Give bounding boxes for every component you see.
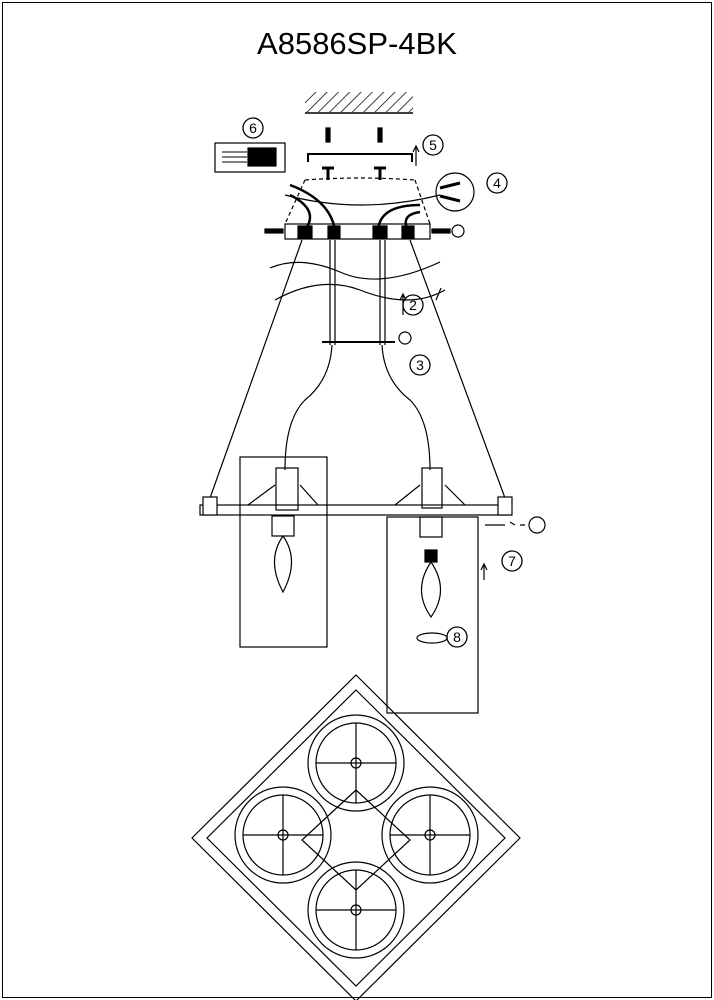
mounting-bracket [307, 153, 413, 162]
step-2-label: 2 [409, 297, 417, 313]
wire-connector-detail [435, 172, 475, 212]
terminal-block [214, 142, 286, 173]
step-6-label: 6 [249, 120, 257, 136]
ceiling-screws [322, 127, 386, 180]
top-view [191, 674, 521, 1000]
step-7-label: 7 [508, 553, 516, 569]
step-5-label: 5 [429, 137, 437, 153]
step-8-label: 8 [453, 629, 461, 645]
canopy [284, 177, 431, 225]
step-4-label: 4 [493, 175, 501, 191]
ceiling-hatch [305, 92, 413, 112]
glass-shade-left [239, 456, 328, 648]
bulb-left [273, 534, 293, 594]
suspension-bar [199, 504, 511, 516]
ceiling-cutaway [269, 261, 446, 301]
bulb-right [420, 560, 442, 619]
model-title: A8586SP-4BK [257, 26, 457, 61]
step-3-label: 3 [416, 357, 424, 373]
mounting-plate [284, 223, 431, 240]
